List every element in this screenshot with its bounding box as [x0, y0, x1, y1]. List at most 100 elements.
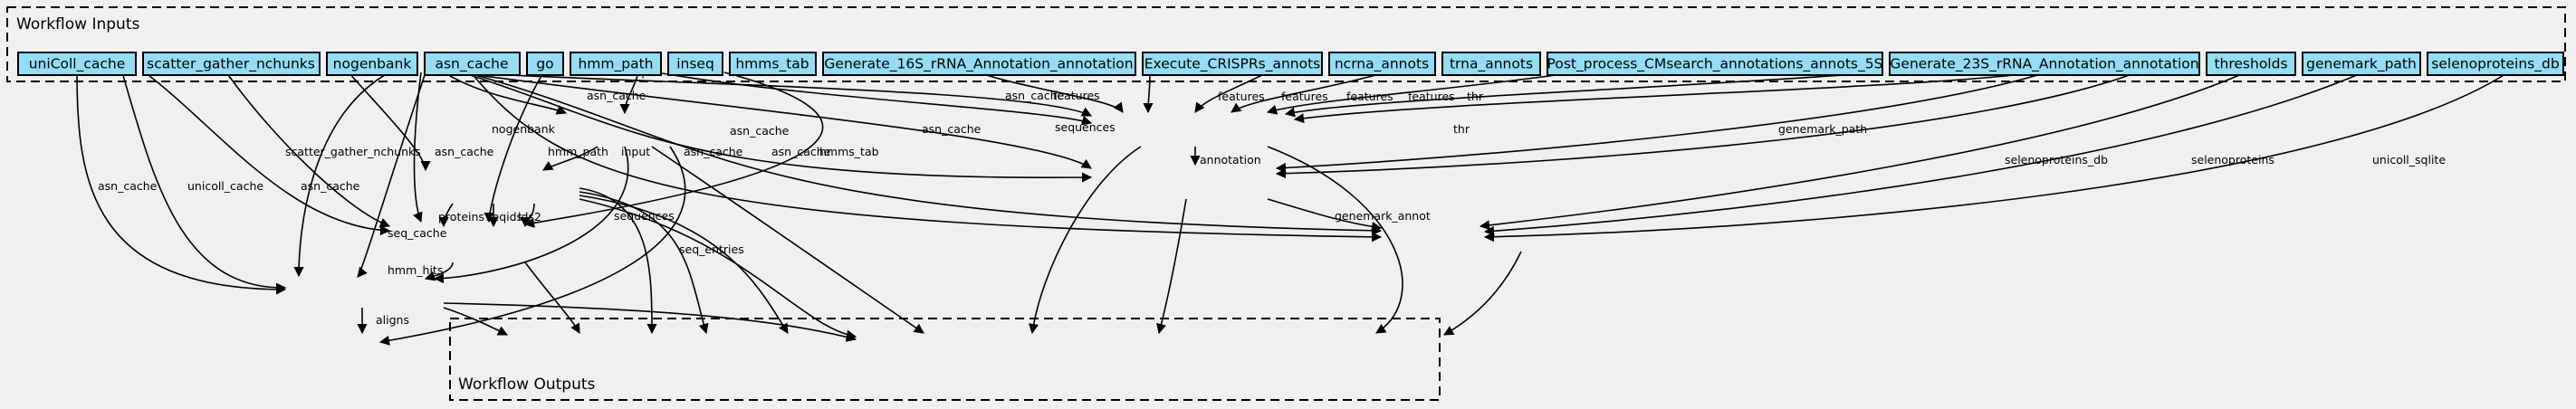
edge-gen23s-to-resolve [1284, 71, 1884, 118]
edge-label-thr-2: thr [1453, 122, 1470, 136]
edge-naming-to-post [1483, 71, 2509, 243]
input-scatter-gather-nchunks[interactable]: scatter_gather_nchunks [142, 52, 321, 76]
edge-unicoll-to-hit-mapping-2 [121, 71, 287, 293]
edge-asn-to-post [465, 71, 1383, 236]
edge-label-aligns: aligns [376, 313, 409, 327]
edge-hitmapping-to-lds2 [443, 302, 857, 342]
edge-resolve-to-protein-aligns [1267, 146, 1403, 334]
edge-training-to-post [1267, 198, 1383, 232]
workflow-inputs-cluster: Workflow Inputs [6, 6, 2566, 82]
input-go[interactable]: go [526, 52, 564, 76]
input-generate-23s[interactable]: Generate_23S_rRNA_Annotation_annotation [1889, 52, 2200, 76]
edge-label-asn-cache-3: asn_cache [435, 145, 494, 158]
edge-asn-to-search [413, 71, 423, 224]
edge-asn-to-training-2 [461, 71, 1093, 183]
edge-selenodb-to-post [1479, 71, 2246, 231]
edge-label-scatter: scatter_gather_nchunks [285, 145, 421, 158]
input-genemark-path-label: genemark_path [2306, 56, 2417, 73]
edge-label-unicoll-sqlite: unicoll_sqlite [2372, 153, 2446, 166]
edge-label-asn-cache-8: asn_cache [922, 122, 982, 136]
edge-asn-to-getorf [443, 71, 568, 115]
edge-label-thr-1: thr [1467, 90, 1484, 103]
edge-gen16s-to-resolve [977, 71, 1124, 113]
edge-label-asn-cache-5: asn_cache [684, 145, 743, 158]
input-trna-annots-label: trna_annots [1450, 56, 1533, 73]
edge-protext-to-protids [579, 191, 709, 335]
nodes: uniColl_cache scatter_gather_nchunks nog… [17, 52, 2564, 76]
edge-labels: asn_cache unicoll_cache asn_cache scatte… [98, 65, 2446, 327]
input-asn-cache[interactable]: asn_cache [424, 52, 521, 76]
edge-inseq-to-getorf [619, 71, 639, 115]
input-hmms-tab-label: hmms_tab [735, 56, 809, 73]
workflow-inputs-label: Workflow Inputs [16, 15, 139, 33]
edge-label-hmm-hits: hmm_hits [388, 263, 443, 277]
edge-hmmstab-to-search [523, 71, 824, 228]
input-thresholds-label: thresholds [2214, 56, 2287, 72]
input-go-label: go [536, 56, 553, 72]
edge-label-asn-cache-6: asn_cache [730, 124, 790, 138]
input-post-process-cmsearch-label: Post_process_CMsearch_annotations_annots… [1547, 56, 1883, 73]
edge-label-asn-cache-9: asn_cache [1005, 89, 1065, 102]
edge-seleno-to-post [1483, 71, 2364, 236]
input-inseq[interactable]: inseq [667, 52, 723, 76]
edge-unicoll-to-search [144, 71, 391, 236]
input-selenoproteins-db-label: selenoproteins_db [2431, 56, 2559, 73]
edge-label-asn-cache-1: asn_cache [98, 179, 158, 193]
input-genemark-path[interactable]: genemark_path [2302, 52, 2421, 76]
edge-asn-to-hit-mapping-b [357, 71, 426, 278]
edge-protext-to-proteins [579, 195, 789, 334]
edge-label-features-6: features [1408, 90, 1455, 103]
edge-getorf-to-offframe [378, 146, 686, 346]
input-hmms-tab[interactable]: hmms_tab [729, 52, 817, 76]
input-execute-crisprs-label: Execute_CRISPRs_annots [1144, 56, 1320, 73]
input-trna-annots[interactable]: trna_annots [1441, 52, 1541, 76]
input-post-process-cmsearch[interactable]: Post_process_CMsearch_annotations_annots… [1547, 52, 1883, 76]
edge-label-genemark-annot: genemark_annot [1335, 209, 1431, 223]
edge-label-asn-cache-2: asn_cache [301, 179, 360, 193]
edge-protext-to-lds2 [579, 198, 857, 340]
input-hmm-path[interactable]: hmm_path [570, 52, 662, 76]
edge-label-hmms-tab: hmms_tab [819, 145, 879, 158]
input-generate-23s-label: Generate_23S_rRNA_Annotation_annotation [1890, 56, 2198, 73]
input-unicoll-cache[interactable]: uniColl_cache [17, 52, 137, 76]
edge-label-genemark-path: genemark_path [1778, 122, 1867, 136]
input-hmm-path-label: hmm_path [578, 56, 653, 73]
edge-label-proteins: proteins [438, 210, 484, 224]
edge-search-to-hit-mapping [424, 262, 454, 281]
edge-label-nogenbank: nogenbank [492, 122, 556, 136]
input-ncrna-annots[interactable]: ncrna_annots [1328, 52, 1436, 76]
input-nogenbank[interactable]: nogenbank [326, 52, 418, 76]
edge-label-input-2: input [621, 145, 650, 158]
edge-hmmpath-to-search [484, 71, 544, 224]
input-unicoll-cache-label: uniColl_cache [29, 56, 126, 73]
input-execute-crisprs[interactable]: Execute_CRISPRs_annots [1142, 52, 1323, 76]
edge-label-seq-cache: seq_cache [388, 226, 447, 240]
edge-getorf-to-protein-extract [542, 146, 599, 171]
workflow-outputs-label: Workflow Outputs [458, 376, 596, 394]
input-generate-16s-label: Generate_16S_rRNA_Annotation_annotation [824, 56, 1133, 73]
edge-crispr-to-resolve [1143, 71, 1154, 114]
edge-label-hmm-path: hmm_path [548, 145, 608, 158]
edge-thresholds-to-training [1275, 71, 2047, 174]
input-nogenbank-label: nogenbank [333, 56, 412, 72]
input-selenoproteins-db[interactable]: selenoproteins_db [2427, 52, 2564, 76]
edge-label-features-4: features [1281, 90, 1328, 103]
input-inseq-label: inseq [676, 56, 714, 72]
edge-label-features-5: features [1346, 90, 1393, 103]
edge-label-asn-cache-7: asn_cache [771, 145, 831, 158]
edge-label-asn-cache-4: asn_cache [587, 89, 646, 102]
input-thresholds[interactable]: thresholds [2206, 52, 2296, 76]
edge-genemarkpath-to-training [1275, 71, 2138, 179]
edge-post-to-models1 [1443, 251, 1522, 336]
edge-label-sequences-1: sequences [614, 209, 675, 223]
edge-ncrna-to-resolve [1194, 71, 1269, 113]
edge-label-seq-entries: seq_entries [679, 243, 744, 256]
edge-label-features-1: features [1053, 89, 1100, 102]
workflow-outputs-cluster: Workflow Outputs [449, 318, 1441, 401]
edge-label-lds2: lds2 [518, 210, 541, 224]
edge-inseq-to-resolve [656, 71, 1093, 126]
edge-protext-to-seqids [579, 187, 657, 335]
edge-getorf-to-outseqs [651, 146, 924, 334]
input-generate-16s[interactable]: Generate_16S_rRNA_Annotation_annotation [822, 52, 1136, 76]
